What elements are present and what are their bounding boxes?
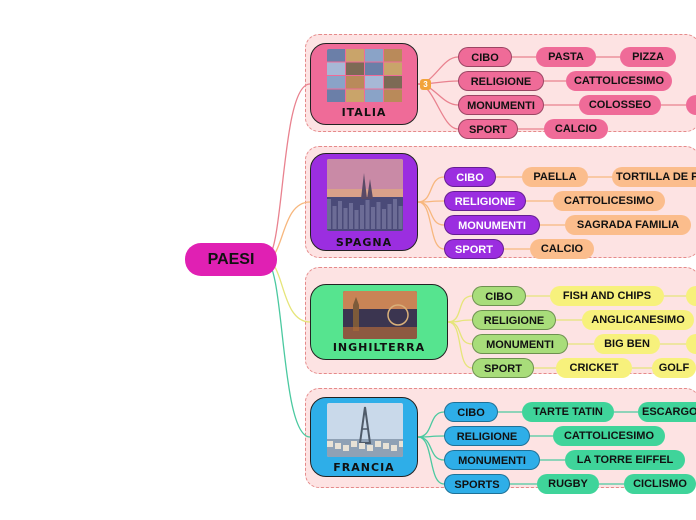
category-spagna-sport[interactable]: SPORT (444, 239, 504, 259)
item-inghilterra-3-1[interactable]: GOLF (652, 358, 696, 378)
category-connector-italia-3 (417, 83, 459, 130)
category-spagna-religione[interactable]: RELIGIONE (444, 191, 526, 211)
category-inghilterra-sport[interactable]: SPORT (472, 358, 534, 378)
root-connector-francia (264, 259, 311, 438)
item-italia-0-1[interactable]: PIZZA (620, 47, 676, 67)
country-photo-inghilterra (343, 291, 417, 339)
category-francia-religione[interactable]: RELIGIONE (444, 426, 530, 446)
category-francia-cibo[interactable]: CIBO (444, 402, 498, 422)
item-francia-1-0[interactable]: CATTOLICESIMO (553, 426, 665, 446)
country-name-italia: ITALIA (341, 106, 387, 119)
item-italia-1-0[interactable]: CATTOLICESIMO (566, 71, 672, 91)
item-francia-2-0[interactable]: LA TORRE EIFFEL (565, 450, 685, 470)
item-francia-3-0[interactable]: RUGBY (537, 474, 599, 494)
item-spagna-1-0[interactable]: CATTOLICESIMO (553, 191, 665, 211)
category-inghilterra-cibo[interactable]: CIBO (472, 286, 526, 306)
category-connector-francia-0 (417, 411, 445, 438)
category-spagna-monumenti[interactable]: MONUMENTI (444, 215, 540, 235)
category-italia-sport[interactable]: SPORT (458, 119, 518, 139)
item-francia-3-1[interactable]: CICLISMO (624, 474, 696, 494)
category-connector-francia-3 (417, 436, 445, 485)
category-connector-spagna-0 (417, 176, 445, 203)
item-inghilterra-1-0[interactable]: ANGLICANESIMO (582, 310, 694, 330)
item-inghilterra-0-0[interactable]: FISH AND CHIPS (550, 286, 664, 306)
item-spagna-3-0[interactable]: CALCIO (530, 239, 594, 259)
category-italia-monumenti[interactable]: MONUMENTI (458, 95, 544, 115)
country-card-spagna[interactable]: SPAGNA (310, 153, 418, 251)
country-photo-spagna (327, 159, 403, 231)
item-inghilterra-0-1[interactable] (686, 286, 696, 306)
root-connector-italia (264, 83, 311, 261)
item-francia-0-1[interactable]: ESCARGO (638, 402, 696, 422)
category-connector-spagna-2 (417, 201, 445, 226)
category-inghilterra-religione[interactable]: RELIGIONE (472, 310, 556, 330)
country-photo-italia (327, 49, 403, 103)
category-spagna-cibo[interactable]: CIBO (444, 167, 496, 187)
country-name-francia: FRANCIA (333, 461, 395, 474)
item-inghilterra-2-1[interactable] (686, 334, 696, 354)
country-card-italia[interactable]: ITALIA (310, 43, 418, 125)
item-italia-2-0[interactable]: COLOSSEO (579, 95, 661, 115)
item-inghilterra-3-0[interactable]: CRICKET (556, 358, 632, 378)
category-francia-monumenti[interactable]: MONUMENTI (444, 450, 540, 470)
country-card-francia[interactable]: FRANCIA (310, 397, 418, 477)
category-inghilterra-monumenti[interactable]: MONUMENTI (472, 334, 568, 354)
category-connector-francia-2 (417, 436, 445, 461)
country-name-spagna: SPAGNA (335, 236, 393, 249)
item-francia-0-0[interactable]: TARTE TATIN (522, 402, 614, 422)
country-name-inghilterra: INGHILTERRA (332, 341, 426, 354)
item-italia-2-1[interactable] (686, 95, 696, 115)
category-connector-inghilterra-0 (447, 295, 473, 323)
category-connector-spagna-3 (417, 201, 445, 250)
country-card-inghilterra[interactable]: INGHILTERRA (310, 284, 448, 360)
item-italia-3-0[interactable]: CALCIO (544, 119, 608, 139)
country-photo-francia (327, 403, 403, 457)
root-node[interactable]: PAESI (185, 243, 277, 276)
category-francia-sports[interactable]: SPORTS (444, 474, 510, 494)
item-spagna-0-1[interactable]: TORTILLA DE P (612, 167, 696, 187)
category-connector-inghilterra-2 (447, 321, 473, 345)
category-italia-cibo[interactable]: CIBO (458, 47, 512, 67)
item-spagna-0-0[interactable]: PAELLA (522, 167, 588, 187)
category-italia-religione[interactable]: RELIGIONE (458, 71, 544, 91)
item-spagna-2-0[interactable]: SAGRADA FAMILIA (565, 215, 691, 235)
category-connector-inghilterra-3 (447, 321, 473, 369)
collapse-badge-italia[interactable]: 3 (420, 79, 431, 90)
item-inghilterra-2-0[interactable]: BIG BEN (594, 334, 660, 354)
item-italia-0-0[interactable]: PASTA (536, 47, 596, 67)
